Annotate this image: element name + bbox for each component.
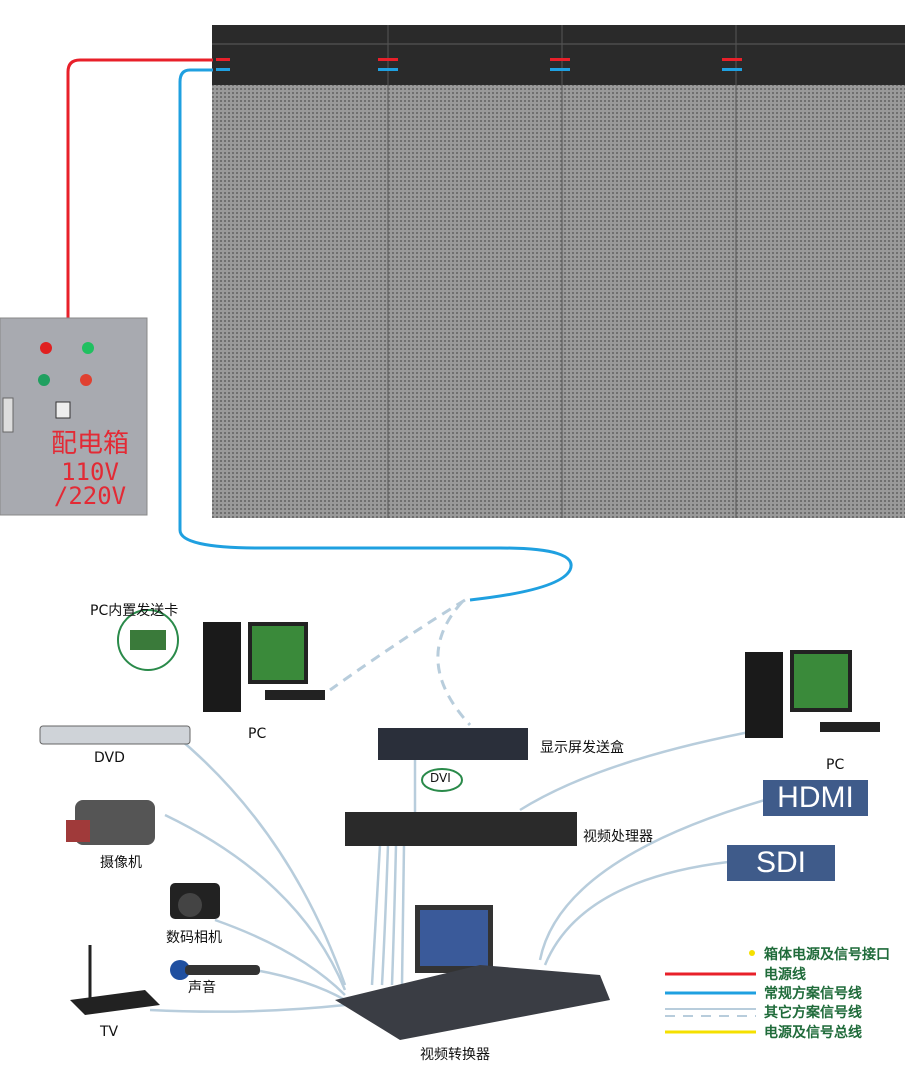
video-switcher-image	[335, 905, 610, 1040]
voltage-220: /220V	[53, 482, 127, 510]
audio-label: 声音	[188, 980, 216, 996]
pc-right-label: PC	[826, 757, 845, 773]
tv-box-image	[70, 945, 160, 1015]
sender-box-label: 显示屏发送盒	[540, 740, 624, 756]
digital-camera-image	[170, 883, 220, 919]
video-processor-image	[345, 812, 577, 846]
distribution-box-title: 配电箱	[50, 429, 129, 459]
video-processor-label: 视频处理器	[583, 829, 653, 845]
other-signal-line	[329, 598, 466, 692]
hdmi-label: HDMI	[763, 780, 868, 816]
sender-box-image	[378, 728, 528, 760]
sdi-label: SDI	[727, 845, 835, 881]
pc-left-label: PC	[248, 726, 267, 742]
power-line	[66, 58, 213, 318]
pc-left-image	[117, 609, 325, 712]
distribution-box	[0, 317, 148, 516]
dvi-bubble	[421, 768, 463, 792]
camcorder-label: 摄像机	[100, 855, 142, 871]
camcorder-image	[66, 800, 155, 845]
led-screen	[212, 25, 905, 518]
pc-right-image	[745, 650, 880, 738]
signal-line	[178, 68, 573, 602]
legend-item: 常规方案信号线	[764, 986, 862, 1002]
video-switcher-label: 视频转换器	[420, 1047, 490, 1063]
device-cables	[149, 728, 766, 1013]
cabinet-connectors	[216, 58, 742, 71]
dvd-label: DVD	[94, 750, 125, 766]
dvi-label: DVI	[430, 771, 451, 785]
other-signal-line	[436, 600, 472, 727]
voltage-110: 110V	[61, 458, 119, 486]
legend-item: 其它方案信号线	[764, 1005, 862, 1021]
dvd-image	[39, 725, 191, 745]
legend-marks	[665, 950, 756, 1034]
tv-label: TV	[100, 1024, 119, 1040]
digital-camera-label: 数码相机	[166, 930, 222, 946]
legend-item: 电源线	[764, 967, 806, 983]
microphone-image	[170, 960, 260, 980]
pc-card-label: PC内置发送卡	[90, 603, 179, 619]
legend-item: 电源及信号总线	[764, 1025, 862, 1041]
legend-item: 箱体电源及信号接口	[764, 947, 890, 963]
